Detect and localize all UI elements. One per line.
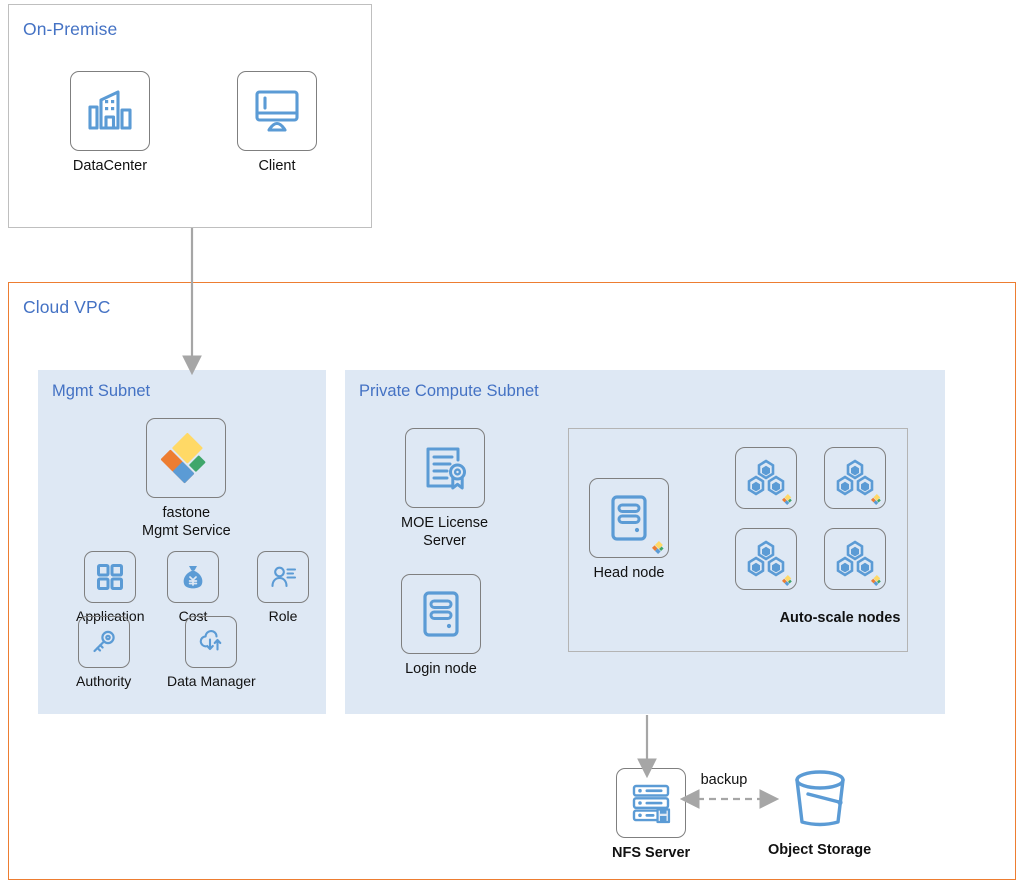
mgmt-subnet-title: Mgmt Subnet bbox=[52, 382, 151, 400]
object-storage-label: Object Storage bbox=[768, 842, 872, 858]
node-authority[interactable]: Authority bbox=[76, 616, 131, 690]
node-nfs-server[interactable]: NFS Server bbox=[612, 768, 690, 863]
data-manager-tile[interactable] bbox=[185, 616, 238, 668]
cloud-sync-icon bbox=[196, 627, 226, 657]
hexagon-cluster-icon bbox=[834, 458, 876, 498]
compute-cluster-group bbox=[568, 428, 908, 652]
client-tile[interactable] bbox=[237, 71, 317, 151]
role-tile[interactable] bbox=[257, 551, 309, 603]
node-autoscale-1[interactable] bbox=[735, 447, 797, 509]
key-icon bbox=[89, 627, 119, 657]
autoscale-tile-2[interactable] bbox=[824, 447, 886, 509]
fastone-badge-icon bbox=[870, 574, 882, 587]
application-tile[interactable] bbox=[84, 551, 137, 603]
license-certificate-icon bbox=[420, 443, 470, 493]
fastone-mgmt-tile[interactable] bbox=[146, 418, 227, 498]
node-client[interactable]: Client bbox=[237, 71, 317, 176]
mgmt-subnet: Mgmt Subnet fastone Mgmt Service bbox=[38, 370, 326, 714]
server-icon bbox=[607, 493, 651, 543]
node-head[interactable]: Head node bbox=[589, 478, 669, 583]
autoscale-nodes-label: Auto-scale nodes bbox=[779, 610, 901, 626]
datacenter-label: DataCenter bbox=[72, 158, 148, 174]
cloud-vpc-title: Cloud VPC bbox=[23, 297, 111, 317]
client-label: Client bbox=[258, 158, 296, 174]
node-cost[interactable]: Cost bbox=[167, 551, 219, 625]
fastone-badge-icon bbox=[781, 493, 793, 506]
fastone-mgmt-label: fastone Mgmt Service bbox=[142, 505, 231, 539]
datacenter-tile[interactable] bbox=[70, 71, 150, 151]
node-autoscale-2[interactable] bbox=[824, 447, 886, 509]
object-storage-graphic[interactable] bbox=[785, 763, 855, 835]
fastone-badge-icon bbox=[781, 574, 793, 587]
server-icon bbox=[419, 589, 463, 639]
autoscale-tile-1[interactable] bbox=[735, 447, 797, 509]
user-role-icon bbox=[268, 562, 298, 592]
node-autoscale-3[interactable] bbox=[735, 528, 797, 590]
onpremise-zone: On-Premise bbox=[8, 4, 372, 228]
autoscale-tile-3[interactable] bbox=[735, 528, 797, 590]
fastone-badge-icon bbox=[870, 493, 882, 506]
cost-tile[interactable] bbox=[167, 551, 219, 603]
monitor-icon bbox=[252, 87, 302, 135]
fastone-badge-icon bbox=[651, 540, 665, 555]
data-manager-label: Data Manager bbox=[167, 673, 256, 689]
node-object-storage[interactable]: Object Storage bbox=[768, 763, 871, 860]
nfs-server-icon bbox=[629, 781, 673, 825]
money-bag-icon bbox=[178, 562, 208, 592]
hexagon-cluster-icon bbox=[745, 539, 787, 579]
node-data-manager[interactable]: Data Manager bbox=[167, 616, 256, 690]
node-moe-license-server[interactable]: MOE License Server bbox=[401, 428, 488, 550]
compute-subnet-title: Private Compute Subnet bbox=[359, 382, 539, 400]
backup-link-label: backup bbox=[700, 772, 748, 788]
authority-label: Authority bbox=[76, 673, 132, 689]
datacenter-icon bbox=[85, 86, 135, 136]
autoscale-tile-4[interactable] bbox=[824, 528, 886, 590]
fastone-logo-icon bbox=[160, 432, 212, 484]
authority-tile[interactable] bbox=[77, 616, 130, 668]
role-label: Role bbox=[268, 608, 298, 624]
node-role[interactable]: Role bbox=[257, 551, 309, 625]
node-application[interactable]: Application bbox=[76, 551, 145, 625]
head-node-label: Head node bbox=[593, 565, 665, 581]
moe-license-tile[interactable] bbox=[404, 428, 485, 508]
bucket-icon bbox=[787, 766, 853, 832]
login-node-tile[interactable] bbox=[401, 574, 481, 654]
hexagon-cluster-icon bbox=[745, 458, 787, 498]
node-login[interactable]: Login node bbox=[401, 574, 481, 679]
node-datacenter[interactable]: DataCenter bbox=[70, 71, 150, 176]
onpremise-title: On-Premise bbox=[23, 19, 118, 39]
node-autoscale-4[interactable] bbox=[824, 528, 886, 590]
node-fastone-mgmt-service[interactable]: fastone Mgmt Service bbox=[142, 418, 231, 540]
hexagon-cluster-icon bbox=[834, 539, 876, 579]
login-node-label: Login node bbox=[405, 661, 477, 677]
head-node-tile[interactable] bbox=[589, 478, 669, 558]
moe-license-label: MOE License Server bbox=[401, 515, 489, 549]
private-compute-subnet: Private Compute Subnet bbox=[345, 370, 945, 714]
nfs-server-label: NFS Server bbox=[612, 845, 691, 861]
grid-squares-icon bbox=[95, 562, 125, 592]
nfs-server-tile[interactable] bbox=[616, 768, 687, 838]
